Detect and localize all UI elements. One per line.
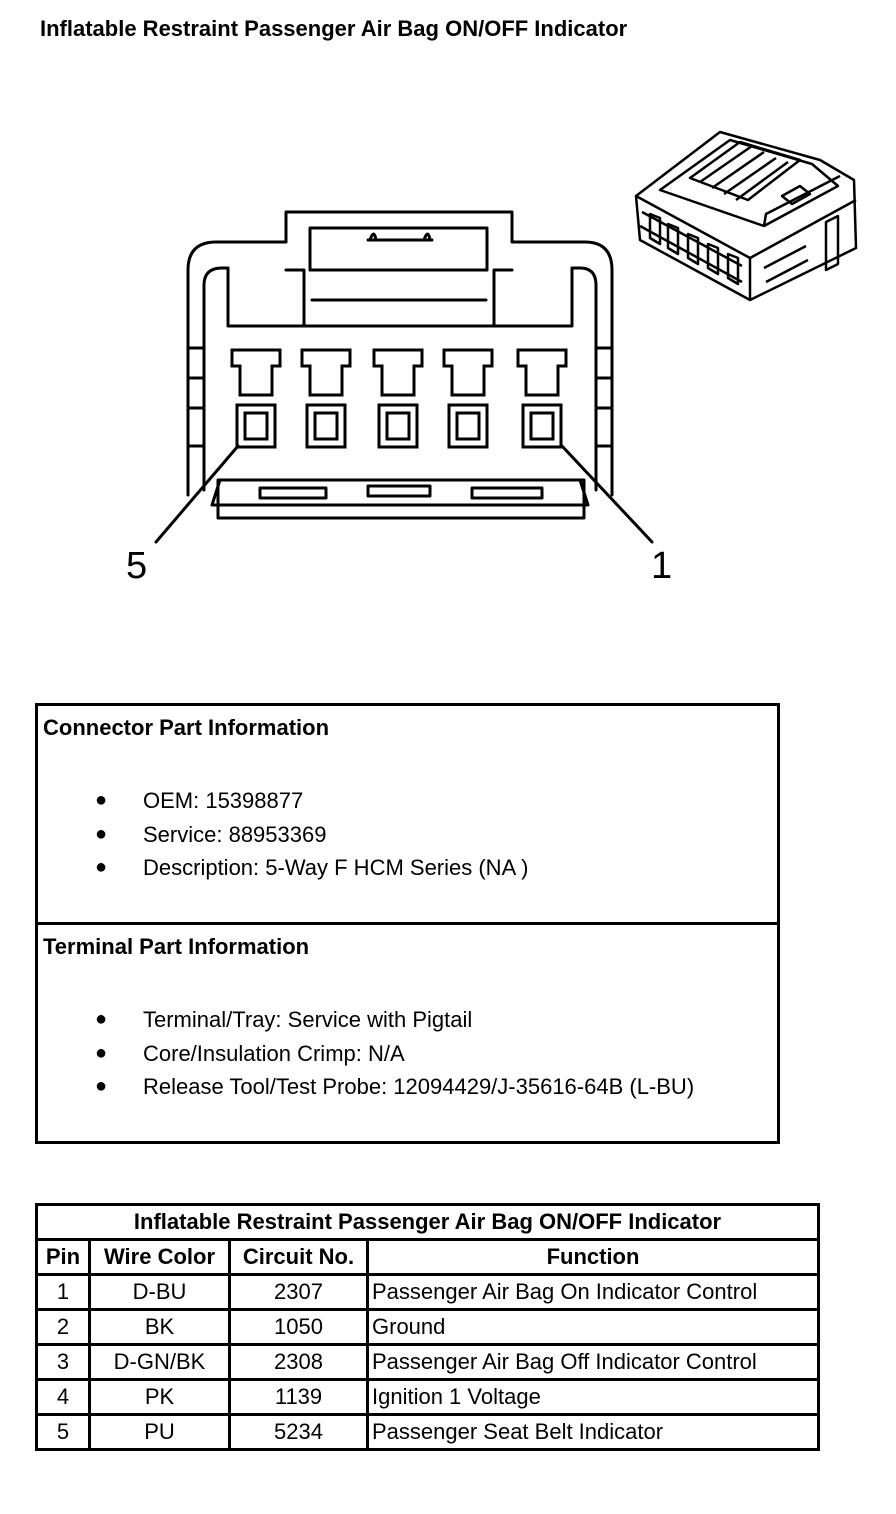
list-item: ●Description: 5-Way F HCM Series (NA ): [38, 851, 528, 885]
list-item: ●OEM: 15398877: [38, 784, 528, 818]
wire-color-cell: PU: [88, 1413, 231, 1451]
table-row: 2 BK 1050 Ground: [35, 1308, 821, 1346]
pin-cell: 3: [35, 1343, 91, 1381]
page-title: Inflatable Restraint Passenger Air Bag O…: [40, 16, 628, 41]
column-header-pin: Pin: [35, 1238, 91, 1276]
connector-3d-view: [634, 130, 858, 302]
function-cell: Passenger Air Bag On Indicator Control: [365, 1273, 821, 1311]
cavity-3: [372, 348, 424, 449]
pin-cell: 1: [35, 1273, 91, 1311]
bullet-icon: ●: [95, 1041, 108, 1064]
circuit-cell: 1050: [228, 1308, 369, 1346]
cavity-1: [516, 348, 568, 449]
function-cell: Passenger Seat Belt Indicator: [365, 1413, 821, 1451]
list-item: ●Terminal/Tray: Service with Pigtail: [38, 1003, 694, 1037]
connector-part-info-list: ●OEM: 15398877 ●Service: 88953369 ●Descr…: [38, 784, 528, 885]
terminal-part-info-list: ●Terminal/Tray: Service with Pigtail ●Co…: [38, 1003, 694, 1104]
bullet-icon: ●: [95, 1008, 108, 1030]
table-header-row: Pin Wire Color Circuit No. Function: [35, 1238, 821, 1276]
function-cell: Passenger Air Bag Off Indicator Control: [365, 1343, 821, 1381]
bullet-icon: ●: [95, 856, 108, 878]
connector-part-info-heading: Connector Part Information: [43, 715, 330, 740]
table-title: Inflatable Restraint Passenger Air Bag O…: [34, 1203, 821, 1241]
list-item: ●Release Tool/Test Probe: 12094429/J-356…: [38, 1070, 694, 1104]
table-row: 5 PU 5234 Passenger Seat Belt Indicator: [35, 1413, 821, 1451]
column-header-wire-color: Wire Color: [88, 1238, 231, 1276]
cavity-5: [230, 348, 282, 449]
cavity-4: [300, 348, 352, 449]
wire-color-cell: BK: [88, 1308, 231, 1346]
bullet-icon: ●: [95, 822, 108, 845]
circuit-cell: 2308: [228, 1343, 369, 1381]
list-item: ●Service: 88953369: [38, 818, 528, 852]
table-row: 3 D-GN/BK 2308 Passenger Air Bag Off Ind…: [35, 1343, 821, 1381]
pin-cell: 5: [35, 1413, 91, 1451]
connector-part-info-box: Connector Part Information ●OEM: 1539887…: [35, 703, 780, 925]
connector-housing-outline: [186, 210, 614, 497]
pin-cell: 4: [35, 1378, 91, 1416]
pin-table: Inflatable Restraint Passenger Air Bag O…: [34, 1203, 821, 1451]
wire-color-cell: D-BU: [88, 1273, 231, 1311]
table-row: 1 D-BU 2307 Passenger Air Bag On Indicat…: [35, 1273, 821, 1311]
terminal-part-info-box: Terminal Part Information ●Terminal/Tray…: [35, 922, 780, 1144]
bullet-icon: ●: [95, 789, 108, 811]
wire-color-cell: PK: [88, 1378, 231, 1416]
circuit-cell: 1139: [228, 1378, 369, 1416]
connector-diagram: 5 1: [126, 130, 858, 587]
table-row: 4 PK 1139 Ignition 1 Voltage: [35, 1378, 821, 1416]
function-cell: Ignition 1 Voltage: [365, 1378, 821, 1416]
circuit-cell: 2307: [228, 1273, 369, 1311]
wire-color-cell: D-GN/BK: [88, 1343, 231, 1381]
pin-label-1: 1: [651, 545, 672, 587]
bullet-icon: ●: [95, 1075, 108, 1097]
table-title-row: Inflatable Restraint Passenger Air Bag O…: [34, 1203, 821, 1241]
terminal-part-info-heading: Terminal Part Information: [43, 934, 310, 959]
function-cell: Ground: [365, 1308, 821, 1346]
circuit-cell: 5234: [228, 1413, 369, 1451]
pin-cell: 2: [35, 1308, 91, 1346]
list-item: ●Core/Insulation Crimp: N/A: [38, 1037, 694, 1071]
pin-label-5: 5: [126, 545, 147, 587]
cavity-2: [442, 348, 494, 449]
column-header-circuit: Circuit No.: [228, 1238, 369, 1276]
column-header-function: Function: [365, 1238, 821, 1276]
